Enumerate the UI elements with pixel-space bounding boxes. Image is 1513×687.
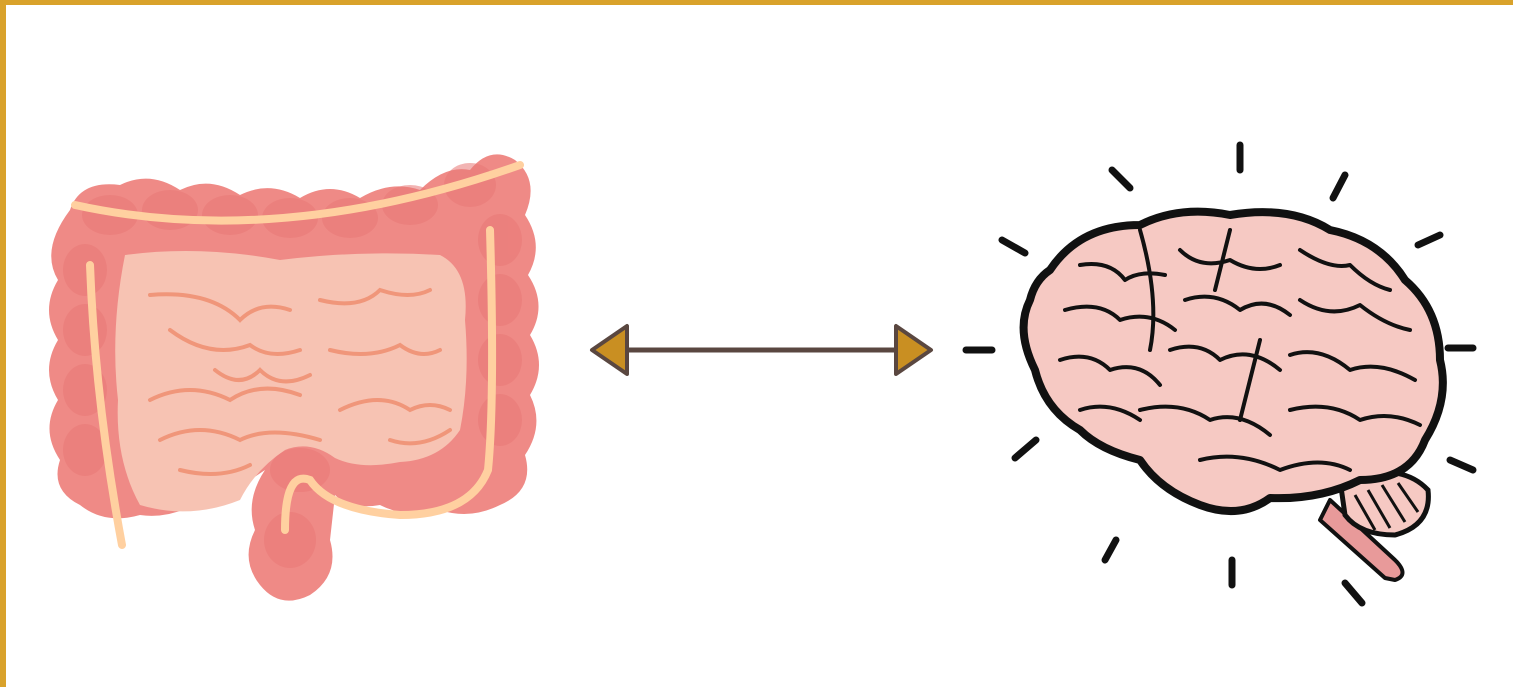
intestines-icon [49,154,539,600]
cerebrum [1024,212,1443,511]
brain-icon [966,145,1473,603]
double-arrow-icon [592,326,931,374]
arrow-head-left [592,326,627,374]
arrow-head-right [896,326,931,374]
